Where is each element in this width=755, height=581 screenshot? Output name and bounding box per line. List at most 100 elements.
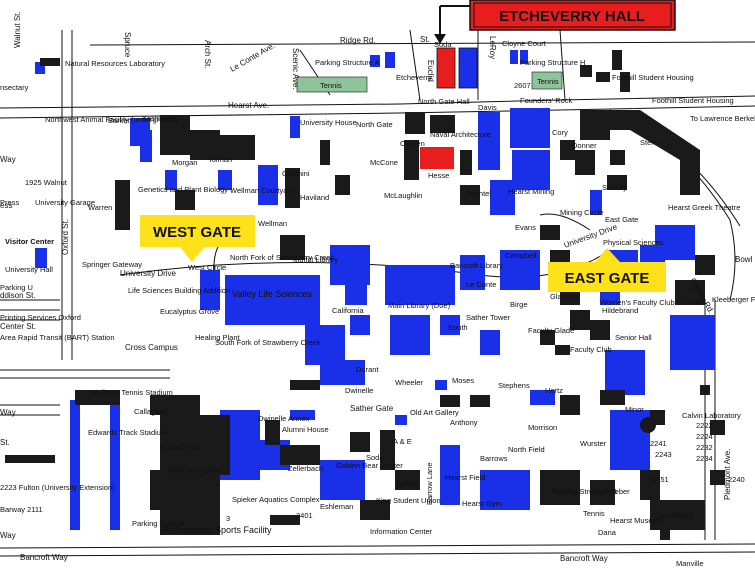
label-golden-bear: Golden Bear Center — [336, 461, 403, 470]
label-minor: Minor — [625, 405, 644, 414]
etcheverry-callout[interactable]: ETCHEVERRY HALL — [434, 0, 676, 44]
label-morrison: Morrison — [528, 423, 557, 432]
label-south: South — [448, 323, 468, 332]
label-sproul: Sproul — [396, 479, 418, 488]
street-leroy: LeRoy — [488, 36, 497, 59]
label-foothill-1: Foothill Student Housing — [612, 73, 694, 82]
label-tennis2: Tennis — [537, 77, 559, 86]
label-nsectary: nsectary — [0, 83, 29, 92]
label-obrien: O'Brien — [400, 139, 425, 148]
label-hearst-field: Hearst Field — [445, 473, 485, 482]
label-north-fork: North Fork of Strawberry Creek — [230, 253, 334, 262]
label-tennis1: Tennis — [320, 81, 342, 90]
label-edwards: Edwards Track Stadium — [88, 428, 167, 437]
label-le-conte-bldg: Le Conte — [466, 280, 496, 289]
label-hearst-mining: Hearst Mining — [508, 187, 554, 196]
label-2222: 2222 — [696, 421, 713, 430]
label-north-field: North Field — [508, 445, 545, 454]
label-south-fork: South Fork of Strawberry Creek — [215, 338, 321, 347]
label-printing: Printing Services Oxford — [0, 313, 81, 322]
label-cory: Cory — [552, 128, 568, 137]
west-gate-callout[interactable]: WEST GATE — [140, 215, 255, 262]
street-bowl: Bowl — [735, 255, 753, 264]
label-3: 3 — [226, 514, 230, 523]
label-life-sciences-add: Life Sciences Building Addition — [128, 286, 230, 295]
label-healing-plant: Healing Plant — [195, 333, 241, 342]
label-university-hall: University Hall — [5, 265, 53, 274]
label-glauque: Glauque — [550, 292, 578, 301]
label-anthony: Anthony — [450, 418, 478, 427]
label-lawrence: To Lawrence Berkeley Lab — [690, 114, 755, 123]
label-hertz: Hertz — [545, 386, 563, 395]
label-press: Press — [0, 198, 19, 207]
street-addison: ddison St. — [0, 291, 36, 300]
label-hearst-museum: Hearst Museum — [610, 516, 663, 525]
street-way3: Way — [0, 531, 16, 540]
street-arch: Arch St. — [203, 40, 212, 68]
label-womens-faculty: Women's Faculty Club — [600, 298, 675, 307]
label-barway: Barway 2111 — [0, 505, 43, 514]
street-bancroft-2: Bancroft Way — [20, 553, 68, 562]
label-bancroft-library: Bancroft Library — [450, 261, 503, 270]
label-wellman-courtyard: Wellman Courtyard — [230, 186, 294, 195]
label-rec-sports: Recreational Sports Facility — [162, 525, 272, 535]
street-cross-campus: Cross Campus — [125, 343, 178, 352]
label-2234: 2234 — [696, 454, 713, 463]
label-faculty-club: Faculty Club — [570, 345, 612, 354]
label-koshland: Koshland — [142, 114, 173, 123]
street-scenic: Scenic Ave. — [291, 48, 300, 90]
label-1925-walnut: 1925 Walnut — [25, 178, 68, 187]
label-old-art: Old Art Gallery — [410, 408, 459, 417]
label-parking-h: Parking Structure H — [520, 58, 585, 67]
east-gate-callout[interactable]: EAST GATE — [548, 248, 666, 292]
label-2607: 2607 — [514, 81, 531, 90]
label-eshleman: Eshleman — [320, 502, 353, 511]
label-genetics: Genetics and Plant Biology — [138, 185, 228, 194]
street-walnut: Walnut St. — [13, 11, 22, 48]
label-2251: 2251 — [652, 475, 669, 484]
label-mccone: McCone — [370, 158, 398, 167]
label-barrow-lane: Barrow Lane — [425, 462, 434, 505]
east-gate-label: EAST GATE — [565, 270, 650, 287]
label-hesse: Hesse — [428, 171, 449, 180]
label-nw-animal: Northwest Animal Facility (underground) — [45, 115, 179, 124]
label-2223-fulton: 2223 Fulton (University Extension) — [0, 483, 115, 492]
label-valley-life: Valley Life Sciences — [232, 289, 312, 299]
label-hearst-greek: Hearst Greek Theatre — [668, 203, 740, 212]
blue-buildings — [35, 50, 715, 530]
label-bechtel: Bechtel — [466, 189, 491, 198]
street-le-conte: Le Conte Ave. — [229, 41, 277, 74]
label-king-union: King Student Union — [376, 496, 441, 505]
street-piedmont: Piedmont Ave. — [723, 449, 732, 500]
label-parking-garage: Parking Garage — [132, 519, 185, 528]
street-euclid: Euclid — [426, 60, 435, 82]
label-natural-resources: Natural Resources Laboratory — [65, 59, 165, 68]
label-springer: Springer Gateway — [82, 260, 142, 269]
label-physical-sciences: Physical Sciences — [603, 238, 664, 247]
label-parking-a: Parking Structure A — [315, 58, 380, 67]
street-dana: Dana — [598, 528, 617, 537]
label-durant: Durant — [356, 365, 379, 374]
label-senior-hall: Senior Hall — [615, 333, 652, 342]
label-california: California — [332, 306, 365, 315]
etcheverry-building-red — [436, 47, 456, 89]
label-university-garage: University Garage — [35, 198, 95, 207]
label-mining-circle: Mining Circle — [560, 208, 603, 217]
label-stanley: Stanley — [602, 183, 627, 192]
label-hellman: Hellman Tennis Stadium — [92, 388, 173, 397]
label-stern: Stern — [640, 138, 658, 147]
label-wurster: Wurster — [580, 439, 607, 448]
label-dwinelle-annex: Dwinelle Annex — [258, 414, 310, 423]
label-university-house: University House — [300, 118, 357, 127]
label-soda-top: Soda — [434, 40, 452, 49]
label-etcheverry: Etcheverry — [396, 73, 432, 82]
label-founders-rock: Founders' Rock — [520, 96, 573, 105]
label-giannini: Giannini — [282, 169, 310, 178]
mccone-red — [420, 147, 454, 169]
label-wheeler: Wheeler — [395, 378, 423, 387]
building-labels: Soda Etcheverry Cloyne Court Parking Str… — [0, 39, 755, 568]
label-alumni-house: Alumni House — [282, 425, 329, 434]
label-campbell: Campbell — [505, 251, 537, 260]
label-tennis3: Tennis — [583, 509, 605, 518]
label-barrows: Barrows — [480, 454, 508, 463]
